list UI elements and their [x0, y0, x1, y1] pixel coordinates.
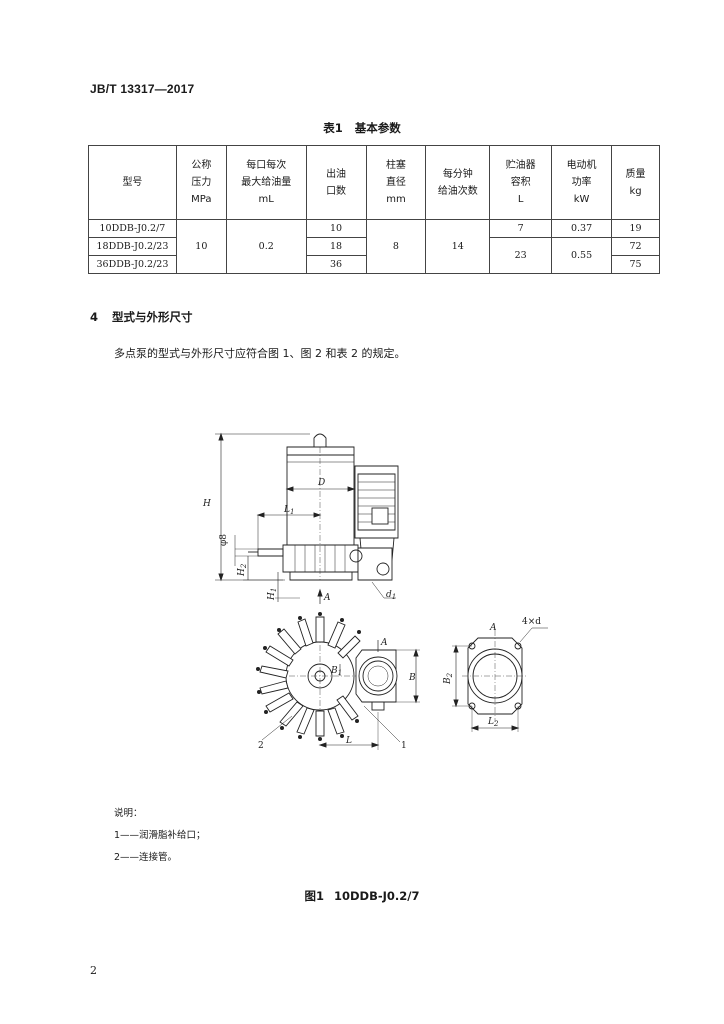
label-H1: H1: [267, 588, 278, 601]
section-title: 型式与外形尺寸: [112, 310, 193, 324]
notes-title: 说明：: [114, 808, 143, 819]
flange-view: [452, 627, 548, 732]
label-4xd: 4×d: [522, 617, 541, 627]
label-H2: H2: [237, 563, 248, 577]
header-strokes: 每分钟给油次数: [425, 145, 491, 220]
notes: 说明： 1——润滑脂补给口； 2——连接管。: [114, 803, 206, 869]
section-number: 4: [90, 310, 99, 324]
table-caption-title: 基本参数: [354, 121, 401, 135]
cell-outlets: 36: [305, 255, 367, 274]
callout-2: 2: [258, 741, 264, 751]
label-phi8: φ8: [219, 534, 229, 546]
cell-strokes: 14: [425, 219, 491, 274]
callout-1: 1: [401, 741, 407, 751]
cell-power: 0.55: [551, 237, 613, 274]
label-B2: B2: [443, 672, 454, 685]
plan-view: [256, 612, 420, 750]
table-caption: 表1 基本参数: [0, 120, 724, 136]
label-B1: B1: [330, 666, 342, 677]
figure-caption-title: 10DDB-J0.2/7: [334, 889, 420, 903]
table-row: 18DDB-J0.2/23 18 23 0.55 72: [88, 237, 660, 274]
label-section-A: A: [323, 593, 331, 603]
elevation-view: [215, 432, 399, 604]
label-L2: L2: [487, 717, 499, 728]
label-L1: L1: [283, 505, 294, 516]
cell-model: 36DDB-J0.2/23: [88, 255, 177, 274]
label-L: L: [345, 736, 352, 746]
figure-caption-number: 图1: [304, 889, 324, 903]
table-row: 36DDB-J0.2/23 36 75: [88, 255, 660, 274]
standard-code: JB/T 13317—2017: [90, 82, 195, 96]
section-body: 多点泵的型式与外形尺寸应符合图 1、图 2 和表 2 的规定。: [114, 347, 406, 360]
figure-caption: 图1 10DDB-J0.2/7: [0, 888, 724, 904]
label-view-A: A: [380, 638, 388, 648]
note-item: 2——连接管。: [114, 852, 178, 863]
label-B: B: [408, 673, 416, 683]
page-number: 2: [90, 964, 97, 977]
cell-max-feed: 0.2: [225, 219, 307, 274]
note-item: 1——润滑脂补给口；: [114, 830, 206, 841]
header-model: 型号: [88, 145, 177, 220]
table-row: 10DDB-J0.2/7 10 0.2 10 8 14 7 0.37 19: [88, 219, 660, 274]
label-d1: d1: [386, 590, 396, 601]
label-H: H: [202, 499, 211, 509]
label-flange-A: A: [489, 623, 497, 633]
label-D: D: [317, 478, 325, 488]
table-caption-number: 表1: [323, 121, 343, 135]
cell-outlets: 18: [305, 237, 367, 256]
cell-pressure: 10: [175, 219, 227, 274]
cell-mass: 75: [611, 255, 660, 274]
section-heading: 4 型式与外形尺寸: [90, 309, 193, 325]
cell-plunger: 8: [365, 219, 427, 274]
